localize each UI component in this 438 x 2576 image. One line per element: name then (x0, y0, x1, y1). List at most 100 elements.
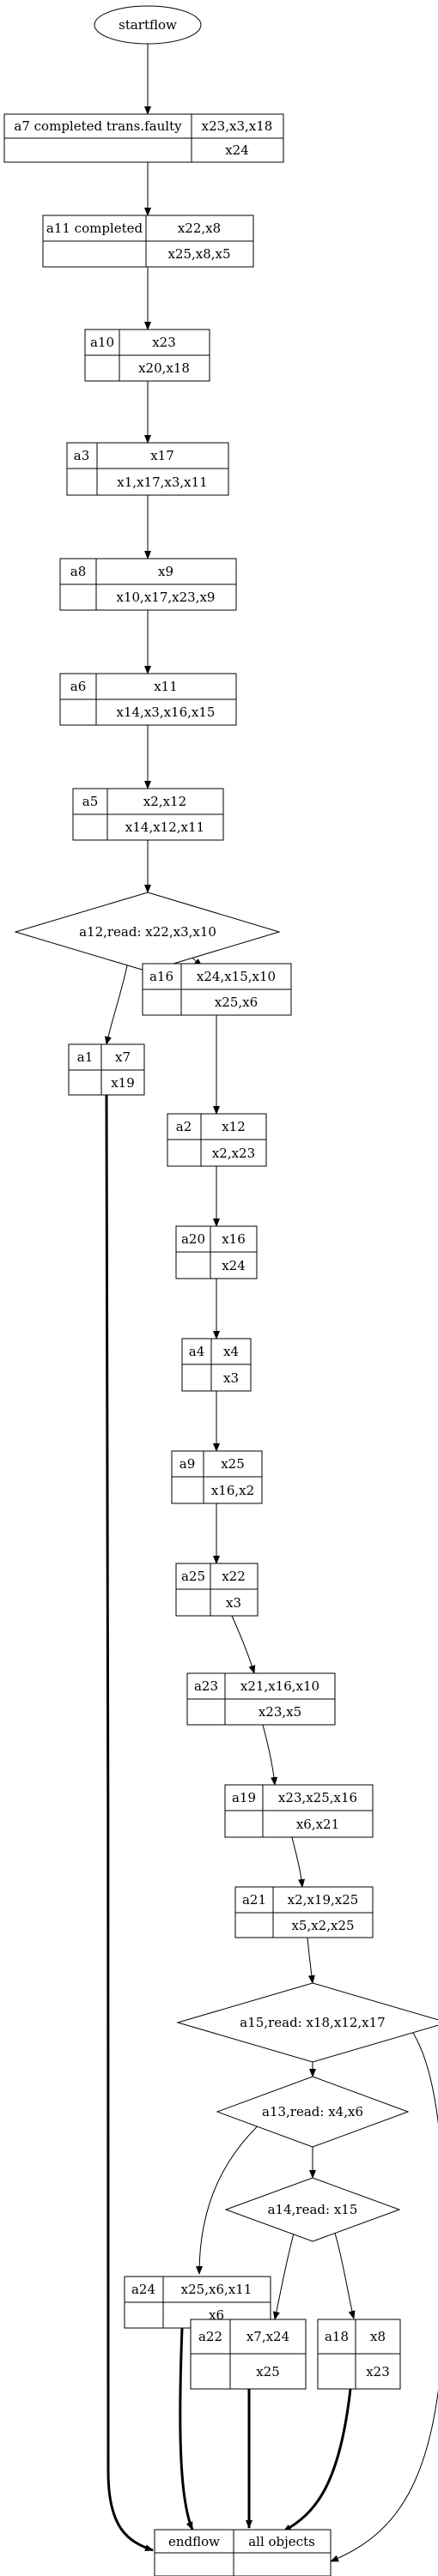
box-a22-label: a22 (198, 2329, 222, 2344)
decision-a12: a12,read: x22,x3,x10 (14, 892, 281, 972)
box-a1-label: a1 (77, 1049, 94, 1065)
box-a23-label: a23 (194, 1678, 218, 1694)
box-a25: a25 x22 x3 (175, 1563, 259, 1617)
box-a2: a2 x12 x2,x23 (167, 1113, 267, 1167)
box-a22: a22 x7,x24 x25 (190, 2319, 307, 2390)
start-node: startflow (94, 5, 202, 45)
edge-a21-a15 (307, 1937, 315, 1984)
box-a25-bottom: x3 (226, 1595, 241, 1611)
edge-a13-a24 (196, 2111, 274, 2275)
box-a7-top: x23,x3,x18 (202, 118, 273, 134)
box-a7-bottom: x24 (225, 142, 249, 158)
edge-a1-endflow (105, 1094, 154, 2552)
box-a20-bottom: x24 (222, 1258, 246, 1273)
box-a3-label: a3 (74, 448, 90, 463)
box-a21-top: x2,x19,x25 (288, 1892, 359, 1908)
box-a3-top: x17 (150, 448, 174, 463)
box-a19: a19 x23,x25,x16 x6,x21 (224, 1784, 374, 1838)
box-a2-label: a2 (176, 1119, 192, 1134)
box-a24-top: x25,x6,x11 (181, 2282, 252, 2297)
box-a19-top: x23,x25,x16 (278, 1790, 357, 1805)
box-a4-label: a4 (189, 1344, 205, 1359)
end-right-label: all objects (248, 2534, 315, 2549)
edge-a24-endflow (179, 2327, 194, 2531)
box-a25-label: a25 (181, 1569, 205, 1584)
box-a8-top: x9 (158, 564, 173, 579)
box-a4-top: x4 (223, 1344, 239, 1359)
edge-a15-allobjects (330, 2010, 438, 2562)
box-a11-top: x22,x8 (178, 221, 221, 236)
box-a16-top: x24,x15,x10 (197, 969, 276, 984)
box-a22-bottom: x25 (256, 2364, 280, 2379)
box-a8-label: a8 (70, 564, 87, 579)
box-a20: a20 x16 x24 (175, 1225, 258, 1279)
box-a10-label: a10 (90, 335, 114, 350)
box-a8: a8 x9 x10,x17,x23,x9 (59, 558, 237, 611)
box-a5-bottom: x14,x12,x11 (125, 819, 204, 835)
box-a25-top: x22 (222, 1569, 246, 1584)
box-a20-top: x16 (222, 1231, 246, 1247)
end-left-label: endflow (168, 2534, 220, 2549)
edge-a18-endflow (283, 2388, 352, 2533)
box-a11-label: a11 completed (46, 221, 143, 236)
box-a9-bottom: x16,x2 (211, 1483, 254, 1498)
box-a11: a11 completed x22,x8 x25,x8,x5 (42, 215, 254, 268)
box-a8-bottom: x10,x17,x23,x9 (117, 590, 216, 605)
box-a1-top: x7 (115, 1049, 131, 1065)
box-a6-top: x11 (154, 679, 178, 694)
box-a5-label: a5 (82, 794, 99, 809)
edge-a19-a21 (291, 1836, 306, 1888)
box-a6-label: a6 (70, 679, 87, 694)
box-a18-bottom: x23 (366, 2364, 390, 2379)
edge-a23-a19 (262, 1724, 278, 1786)
box-a9: a9 x25 x16,x2 (171, 1450, 263, 1504)
box-a18: a18 x8 x23 (317, 2319, 401, 2390)
box-a11-bottom: x25,x8,x5 (167, 246, 230, 262)
decision-a13-label: a13,read: x4,x6 (262, 2104, 363, 2119)
end-node: endflow all objects (154, 2529, 332, 2576)
box-a6: a6 x11 x14,x3,x16,x15 (59, 673, 237, 726)
box-a3: a3 x17 x1,x17,x3,x11 (66, 442, 229, 496)
box-a18-top: x8 (370, 2329, 386, 2344)
edge-a25-a23 (231, 1615, 256, 1674)
box-a21-bottom: x5,x2,x25 (291, 1918, 354, 1933)
edges (104, 44, 438, 2562)
decision-a14: a14,read: x15 (224, 2177, 401, 2242)
decision-a14-label: a14,read: x15 (268, 2202, 358, 2217)
box-a21: a21 x2,x19,x25 x5,x2,x25 (234, 1886, 374, 1938)
box-a10-top: x23 (152, 335, 176, 350)
box-a19-label: a19 (232, 1790, 256, 1805)
box-a21-label: a21 (242, 1892, 266, 1908)
decision-a15-label: a15,read: x18,x12,x17 (240, 2015, 385, 2030)
box-a7-label: a7 completed trans.faulty (14, 118, 182, 134)
box-a23-bottom: x23,x5 (259, 1704, 301, 1720)
box-a6-bottom: x14,x3,x16,x15 (117, 704, 216, 720)
box-a24-label: a24 (131, 2282, 155, 2297)
box-a4: a4 x4 x3 (181, 1338, 252, 1392)
box-a10-bottom: x20,x18 (138, 360, 190, 376)
box-a23-top: x21,x16,x10 (240, 1678, 319, 1694)
box-a16-label: a16 (149, 969, 173, 984)
box-a2-top: x12 (222, 1119, 246, 1134)
decision-a13: a13,read: x4,x6 (216, 2076, 410, 2148)
box-a1: a1 x7 x19 (68, 1043, 145, 1096)
start-label: startflow (119, 17, 177, 33)
box-a19-bottom: x6,x21 (296, 1817, 339, 1832)
box-a23: a23 x21,x16,x10 x23,x5 (186, 1672, 336, 1726)
box-a3-bottom: x1,x17,x3,x11 (117, 475, 207, 490)
box-a1-bottom: x19 (111, 1075, 135, 1091)
box-a2-bottom: x2,x23 (212, 1146, 255, 1161)
box-a5-top: x2,x12 (143, 794, 186, 809)
box-a20-label: a20 (181, 1231, 205, 1247)
box-a7: a7 completed trans.faulty x23,x3,x18 x24 (3, 113, 284, 163)
box-a16-bottom: x25,x6 (215, 995, 258, 1010)
box-a9-top: x25 (221, 1456, 245, 1472)
box-a16: a16 x24,x15,x10 x25,x6 (142, 963, 292, 1016)
box-a5: a5 x2,x12 x14,x12,x11 (72, 788, 224, 841)
box-a18-label: a18 (325, 2329, 349, 2344)
decision-a15: a15,read: x18,x12,x17 (176, 1982, 438, 2063)
box-a4-bottom: x3 (223, 1370, 239, 1386)
box-a22-top: x7,x24 (246, 2329, 289, 2344)
box-a10: a10 x23 x20,x18 (84, 329, 210, 382)
